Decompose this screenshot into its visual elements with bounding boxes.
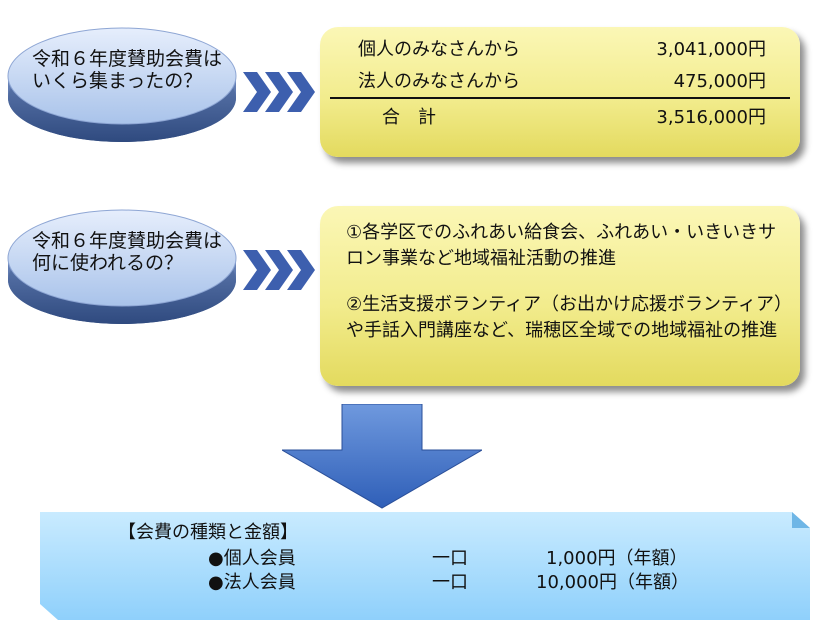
chevron-right-icon: [243, 72, 315, 112]
question-text-1: 令和６年度賛助会費はいくら集まったの？: [32, 48, 223, 92]
total-value: 3,516,000円: [656, 107, 766, 128]
amount-row-total: 合 計 3,516,000円: [382, 107, 766, 129]
disc-shape-icon: [7, 27, 237, 142]
amount-label: 法人のみなさんから: [358, 71, 520, 92]
answer-box-amounts: 個人のみなさんから 3,041,000円 法人のみなさんから 475,000円 …: [320, 27, 800, 157]
amount-row-corporate: 法人のみなさんから 475,000円: [358, 71, 766, 93]
fee-amount-corporate: 10,000円（年額）: [536, 572, 689, 593]
fee-amount-individual: 1,000円（年額）: [546, 548, 688, 569]
membership-fee-box: 【会費の種類と金額】 ●個人会員 一口 1,000円（年額） ●法人会員 一口 …: [40, 512, 810, 620]
answer-box-uses: ①各学区でのふれあい給食会、ふれあい・いきいきサロン事業など地域福祉活動の推進 …: [320, 206, 800, 386]
use-item-2: ②生活支援ボランティア（お出かけ応援ボランティア）や手話入門講座など、瑞穂区全域…: [346, 294, 783, 341]
amount-label: 個人のみなさんから: [358, 39, 520, 60]
amount-row-individual: 個人のみなさんから 3,041,000円: [358, 39, 766, 61]
chevron-right-icon: [243, 250, 315, 290]
amount-value: 3,041,000円: [656, 39, 766, 60]
question-disc-1: 令和６年度賛助会費はいくら集まったの？: [2, 18, 242, 148]
fee-unit-corporate: 一口: [432, 572, 468, 593]
fee-type-corporate: ●法人会員: [208, 572, 296, 593]
disc-shape-icon: [7, 209, 237, 324]
total-label: 合 計: [382, 107, 436, 128]
fee-unit-individual: 一口: [432, 548, 468, 569]
question-text-2: 令和６年度賛助会費は何に使われるの？: [32, 230, 223, 274]
amount-value: 475,000円: [673, 71, 766, 92]
down-arrow-icon: [282, 404, 482, 509]
fee-heading: 【会費の種類と金額】: [118, 522, 298, 543]
total-divider: [330, 97, 790, 99]
fee-box-shape: [40, 512, 810, 620]
question-disc-2: 令和６年度賛助会費は何に使われるの？: [2, 200, 242, 330]
fee-type-individual: ●個人会員: [208, 548, 296, 569]
use-item-1: ①各学区でのふれあい給食会、ふれあい・いきいきサロン事業など地域福祉活動の推進: [346, 222, 777, 269]
